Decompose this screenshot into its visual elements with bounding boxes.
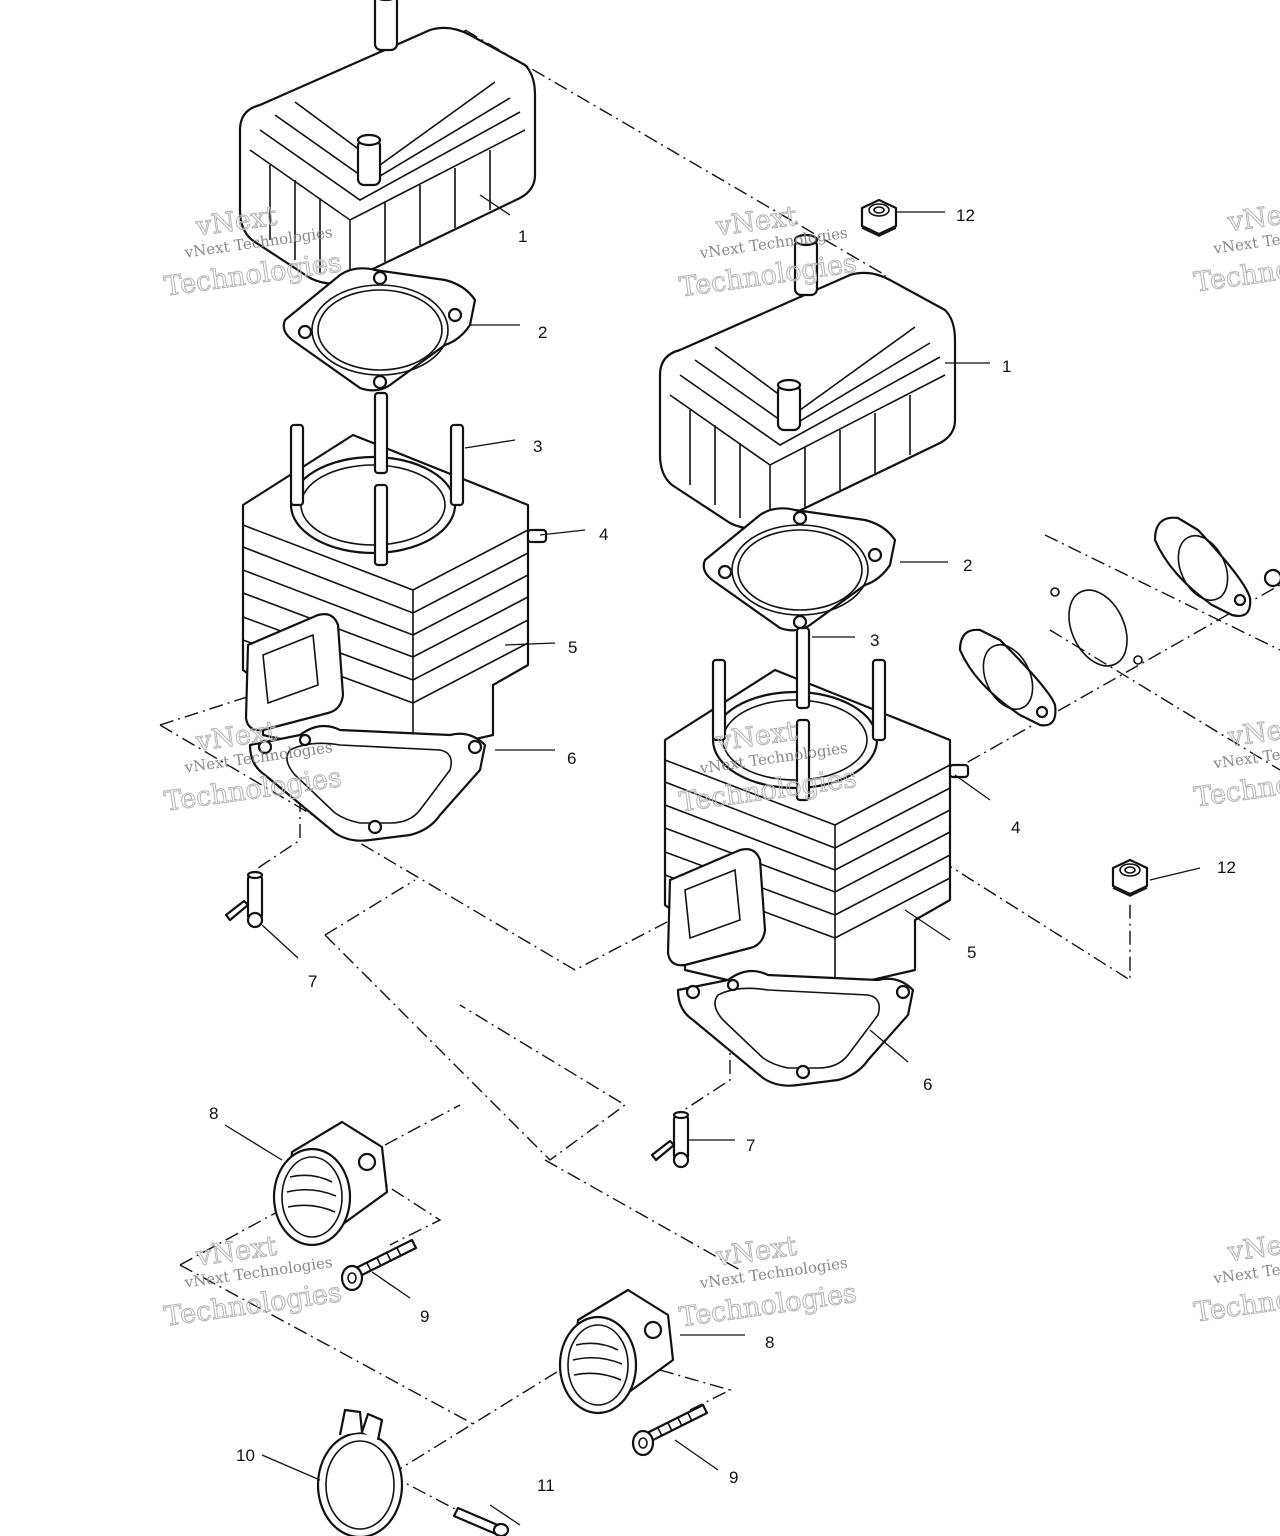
callout-7-left: 7 bbox=[308, 972, 317, 991]
callout-3-left: 3 bbox=[533, 437, 542, 456]
intake-boot-left bbox=[272, 1120, 389, 1247]
watermark-group-9: vNext vNext Technologies Technologies bbox=[1192, 1226, 1280, 1329]
nut-top-right bbox=[860, 198, 898, 238]
head-gasket-left bbox=[282, 267, 477, 392]
callout-1-left: 1 bbox=[518, 227, 527, 246]
fitting-right bbox=[650, 1110, 690, 1169]
bolt-right bbox=[631, 1403, 709, 1457]
callout-10: 10 bbox=[236, 1446, 255, 1465]
watermark-group-6: vNext vNext Technologies Technologies bbox=[677, 1230, 859, 1334]
clamp bbox=[316, 1408, 404, 1536]
callout-12-top: 12 bbox=[956, 206, 975, 225]
callout-labels: 1 2 3 4 5 6 7 12 1 2 3 4 5 6 7 12 8 9 8 … bbox=[209, 206, 1236, 1495]
callout-9-right: 9 bbox=[729, 1468, 738, 1487]
callout-11: 11 bbox=[537, 1476, 555, 1495]
cylinder-left bbox=[241, 391, 548, 767]
leader-lines bbox=[224, 194, 1201, 1526]
callout-12-lower: 12 bbox=[1217, 858, 1236, 877]
callout-8-right: 8 bbox=[765, 1333, 774, 1352]
base-gasket-right bbox=[676, 969, 915, 1087]
callout-6-left: 6 bbox=[567, 749, 576, 768]
fitting-left bbox=[224, 870, 264, 929]
bolt-left bbox=[340, 1238, 418, 1292]
exhaust-gasket-1 bbox=[958, 628, 1057, 727]
watermark-group-7: vNext vNext Technologies Technologies bbox=[1192, 196, 1280, 299]
callout-4-left: 4 bbox=[599, 525, 608, 544]
callout-7-right: 7 bbox=[746, 1136, 755, 1155]
callout-6-right: 6 bbox=[923, 1075, 932, 1094]
watermark-group-8: vNext vNext Technologies Technologies bbox=[1192, 711, 1280, 814]
exhaust-gasket-2 bbox=[1050, 587, 1143, 667]
callout-4-right: 4 bbox=[1011, 818, 1020, 837]
callout-8-left: 8 bbox=[209, 1104, 218, 1123]
assembly-lines bbox=[159, 29, 1280, 1531]
callout-5-left: 5 bbox=[568, 638, 577, 657]
head-gasket-right bbox=[702, 507, 897, 632]
callout-5-right: 5 bbox=[967, 943, 976, 962]
callout-2-left: 2 bbox=[538, 323, 547, 342]
callout-9-left: 9 bbox=[420, 1307, 429, 1326]
screw bbox=[452, 1506, 510, 1536]
callout-2-right: 2 bbox=[963, 556, 972, 575]
nut-lower-right bbox=[1111, 858, 1149, 898]
exhaust-gasket-3 bbox=[1153, 516, 1280, 617]
callout-3-right: 3 bbox=[870, 631, 879, 650]
intake-boot-right bbox=[558, 1288, 675, 1415]
callout-1-right: 1 bbox=[1002, 357, 1011, 376]
